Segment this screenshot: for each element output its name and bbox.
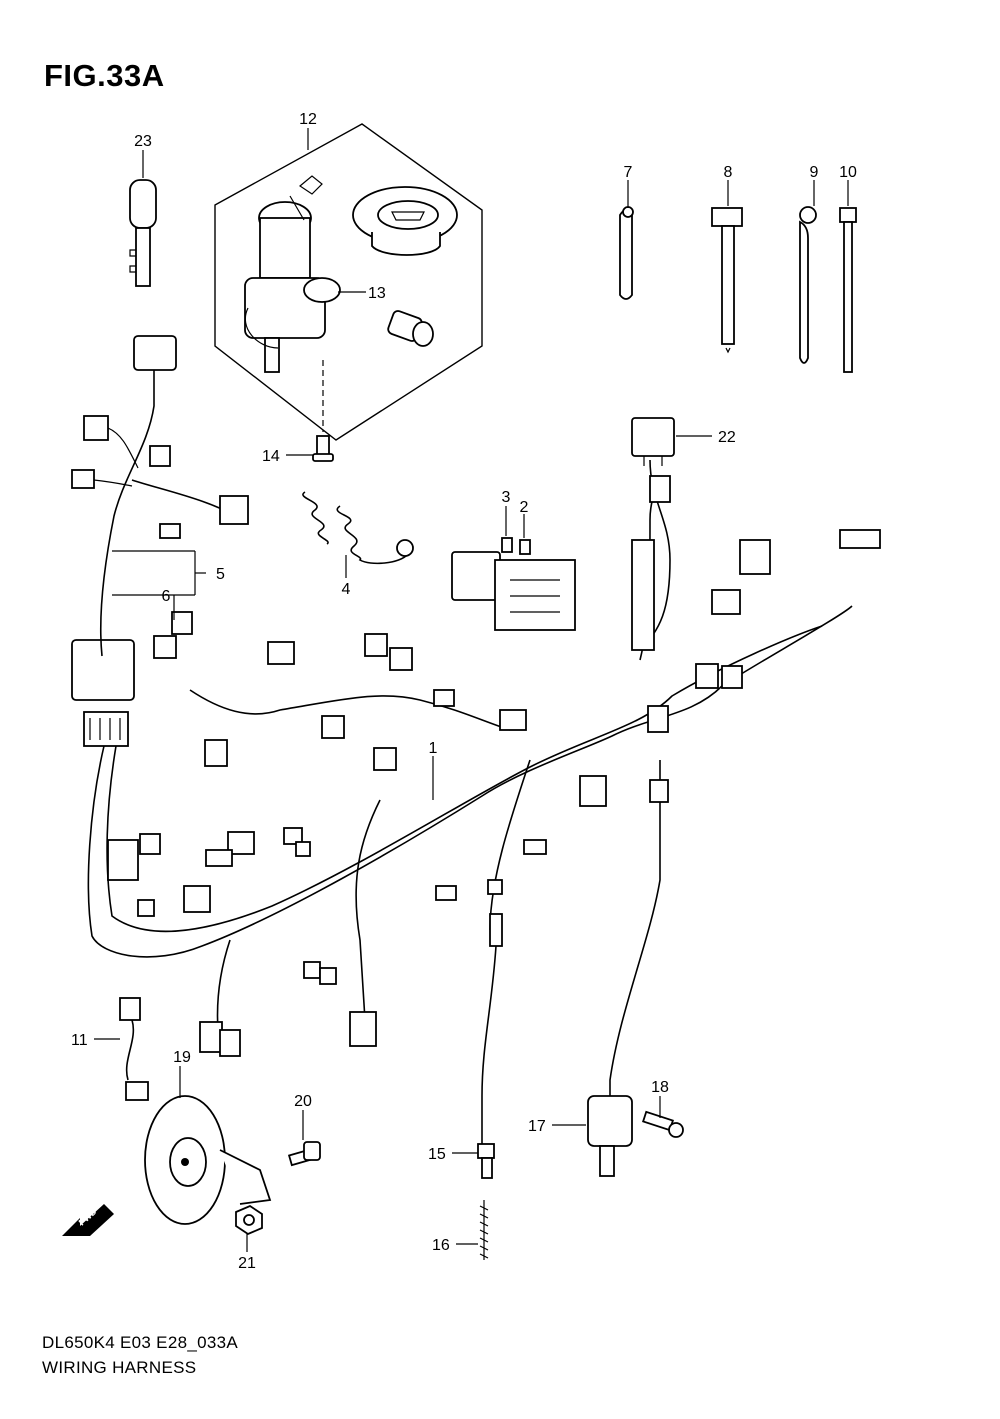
callout-3: 3: [502, 489, 511, 506]
main-harness-part: [87, 459, 853, 1140]
callout-13: 13: [368, 285, 386, 302]
screw-part: [312, 360, 334, 462]
figure-code: DL650K4 E03 E28_033A: [42, 1333, 238, 1352]
fuses-part: [501, 537, 531, 555]
bolt-18-part: [642, 1110, 684, 1138]
junction-connector-part: [71, 639, 135, 747]
bolt-20-part: [287, 1141, 321, 1167]
spring-clip-part: [302, 491, 414, 565]
ignition-switch-part: [244, 175, 341, 373]
figure-title: FIG.33A: [44, 58, 165, 93]
callout-17: 17: [528, 1118, 546, 1135]
cable-tie-9-part: [799, 206, 817, 364]
sensor-part: [587, 1095, 633, 1177]
lock-cylinder-part: [387, 310, 434, 347]
nut-part: [235, 1204, 263, 1236]
callout-21: 21: [238, 1255, 256, 1272]
switch-cable-part: [477, 913, 503, 1179]
callout-22: 22: [718, 429, 736, 446]
fuel-cap-part: [352, 186, 458, 256]
sub-harness-part: [71, 335, 249, 657]
callout-1: 1: [429, 740, 438, 757]
callout-12: 12: [299, 111, 317, 128]
callout-5: 5: [216, 566, 225, 583]
horn-part: [144, 1095, 272, 1225]
harness-connectors: [107, 475, 881, 1057]
fwd-arrow-icon: FWD: [62, 1204, 114, 1236]
figure-name: WIRING HARNESS: [42, 1358, 197, 1377]
callout-11: 11: [71, 1032, 88, 1049]
cable-tie-10-part: [839, 207, 857, 373]
callout-16: 16: [432, 1237, 450, 1254]
callout-7: 7: [624, 164, 633, 181]
leader-lines: [94, 128, 849, 1252]
callout-14: 14: [262, 448, 280, 465]
callout-4: 4: [342, 581, 351, 598]
callout-10: 10: [839, 164, 857, 181]
cable-tie-8-part: [711, 207, 743, 354]
clamp-7-part: [619, 206, 634, 300]
sub-cable-part: [119, 997, 149, 1101]
callout-8: 8: [724, 164, 733, 181]
fuse-box-part: [451, 551, 576, 631]
callout-23: 23: [134, 133, 152, 150]
callout-2: 2: [520, 499, 529, 516]
callout-19: 19: [173, 1049, 191, 1066]
callout-15: 15: [428, 1146, 446, 1163]
callout-6: 6: [162, 588, 171, 605]
callout-20: 20: [294, 1093, 312, 1110]
key-part: [129, 179, 157, 287]
spring-part: [479, 1200, 489, 1260]
callout-labels: 23 12 13 14 7 8 9 10 22 3 2 4 5 6 1 11 1…: [71, 111, 857, 1272]
relay-part: [631, 417, 675, 466]
ignition-kit-outline: [214, 123, 483, 441]
callout-18: 18: [651, 1079, 669, 1096]
callout-9: 9: [810, 164, 819, 181]
